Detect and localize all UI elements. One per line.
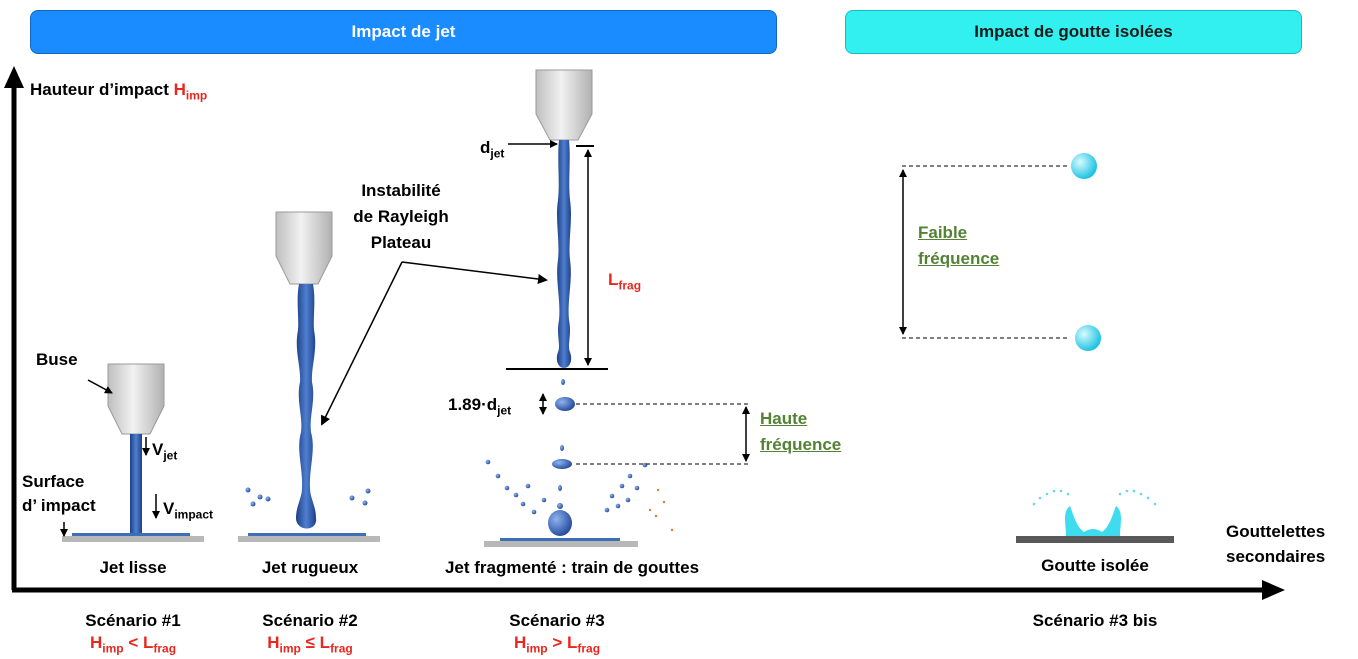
surface-label-line2: d’ impact (22, 496, 96, 515)
x-axis-arrowhead (1262, 580, 1285, 600)
scenario-1-cond-a-sub: imp (102, 641, 124, 656)
impact-film-3 (500, 538, 620, 541)
satellite-droplets-2 (245, 487, 371, 507)
x-axis-label-line2: secondaires (1226, 547, 1326, 566)
scenario-1-title: Scénario #1 (85, 611, 181, 630)
smooth-jet (130, 434, 142, 536)
drop-size-main: 1.89·d (448, 395, 498, 414)
rough-jet (296, 284, 317, 529)
scenario-1-cond-b-sub: frag (153, 641, 177, 656)
rayleigh-pointer-left (321, 261, 403, 426)
low-frequency-label: Faible fréquence (918, 220, 999, 272)
scenario-2-condition: Himp ≤ Lfrag (225, 632, 395, 659)
x-axis-label: Gouttelettes secondaires (1226, 522, 1325, 567)
surface-label-line1: Surface (22, 472, 85, 491)
scenario-1-op: < (123, 633, 143, 652)
drop-train (548, 379, 575, 536)
rayleigh-label: Instabilité de Rayleigh Plateau (336, 178, 466, 256)
v-jet-main: V (152, 440, 164, 459)
satellite-droplets-3 (485, 459, 648, 515)
nozzle-1 (107, 363, 165, 435)
impact-surface-2 (238, 536, 380, 542)
y-axis-symbol-main: H (173, 80, 186, 99)
scenario-1: Scénario #1 Himp < Lfrag (48, 610, 218, 659)
y-axis-arrowhead (4, 66, 24, 88)
case-name-4: Goutte isolée (1041, 556, 1149, 575)
y-axis-label-text: Hauteur d’impact (30, 80, 169, 99)
high-frequency-line1: Haute (760, 409, 808, 428)
drop-size-sub: jet (497, 403, 512, 418)
y-axis-symbol-sub: imp (185, 88, 208, 103)
y-axis-label: Hauteur d’impact Himp (30, 80, 207, 102)
scenario-3-bis: Scénario #3 bis (1010, 610, 1180, 632)
scenario-3-condition: Himp > Lfrag (472, 632, 642, 659)
high-frequency-line2: fréquence (760, 435, 842, 454)
v-impact-main: V (163, 499, 175, 518)
low-frequency-line2: fréquence (918, 249, 1000, 268)
case-name-3: Jet fragmenté : train de gouttes (444, 558, 700, 577)
scenario-2-cond-b-sub: frag (330, 641, 353, 656)
scenario-3-cond-b-sub: frag (577, 641, 601, 656)
scenario-3-cond-b: L (566, 633, 578, 652)
case-name-2: Jet rugueux (261, 558, 359, 577)
fragmenting-jet (556, 140, 572, 368)
scenario-3-title: Scénario #3 (509, 611, 605, 630)
scenario-1-cond-b: L (142, 633, 154, 652)
v-impact-label: Vimpact (163, 499, 213, 521)
scenario-2-cond-a: H (267, 633, 280, 652)
scenario-3-bis-title: Scénario #3 bis (1032, 611, 1158, 630)
scenario-2-title: Scénario #2 (262, 611, 358, 630)
scenario-2-op: ≤ (300, 633, 320, 652)
scenario-3-op: > (547, 633, 567, 652)
splash-spray (1032, 489, 1157, 506)
isolated-drop-bottom (1075, 325, 1101, 351)
nozzle-2 (275, 211, 333, 285)
scenario-1-cond-a: H (89, 633, 103, 652)
v-jet-sub: jet (163, 448, 178, 463)
d-jet-main: d (480, 138, 491, 157)
case-name-1: Jet lisse (99, 558, 167, 577)
drop-splash-crown (1065, 506, 1121, 536)
scenario-2-cond-b: L (319, 633, 331, 652)
l-frag-main: L (608, 270, 619, 289)
scenario-1-condition: Himp < Lfrag (48, 632, 218, 659)
band-jet-label: Impact de jet (351, 22, 456, 41)
rayleigh-line3: Plateau (370, 233, 432, 252)
scenario-3-cond-a-sub: imp (526, 641, 548, 656)
l-frag-sub: frag (618, 278, 642, 293)
v-jet-label: Vjet (152, 440, 177, 462)
d-jet-sub: jet (490, 146, 505, 161)
impact-film-2 (248, 533, 366, 536)
l-frag-label: Lfrag (608, 270, 641, 292)
buse-label: Buse (36, 350, 78, 369)
d-jet-label: djet (480, 138, 504, 160)
v-impact-sub: impact (174, 507, 214, 522)
surface-label: Surface d’ impact (22, 470, 96, 518)
rayleigh-line1: Instabilité (361, 181, 441, 200)
impact-surface-1 (62, 536, 204, 542)
band-impact-de-jet: Impact de jet (30, 10, 777, 54)
rayleigh-line2: de Rayleigh (353, 207, 449, 226)
scenario-2-cond-a-sub: imp (279, 641, 301, 656)
drop-size-label: 1.89·djet (448, 395, 511, 417)
scenario-2: Scénario #2 Himp ≤ Lfrag (225, 610, 395, 659)
low-frequency-line1: Faible (918, 223, 968, 242)
band-impact-de-goutte: Impact de goutte isolées (845, 10, 1302, 54)
isolated-drop-top (1071, 153, 1097, 179)
rayleigh-pointer-right (401, 261, 548, 284)
impact-surface-4 (1016, 536, 1174, 543)
x-axis-label-line1: Gouttelettes (1226, 522, 1326, 541)
impact-surface-3 (484, 541, 638, 547)
scenario-3-cond-a: H (513, 633, 527, 652)
band-goutte-label: Impact de goutte isolées (974, 22, 1173, 41)
impact-film-1 (72, 533, 190, 536)
buse-pointer (87, 379, 113, 394)
nozzle-3 (535, 69, 593, 141)
scenario-3: Scénario #3 Himp > Lfrag (472, 610, 642, 659)
tiny-splash-dots (648, 488, 674, 532)
y-axis-symbol: Himp (173, 80, 208, 103)
high-frequency-label: Haute fréquence (760, 406, 841, 458)
